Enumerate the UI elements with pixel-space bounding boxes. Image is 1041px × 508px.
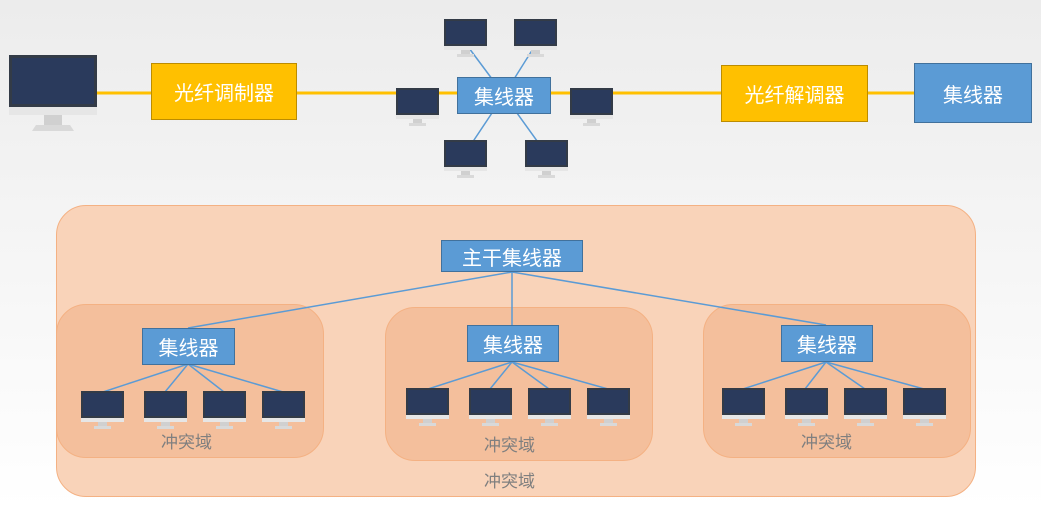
optical-demodulator: 光纤解调器	[721, 65, 868, 122]
computer-icon	[528, 388, 571, 430]
group2-hub: 集线器	[467, 325, 559, 362]
computer-icon	[444, 140, 487, 182]
computer-icon	[785, 388, 828, 430]
right-hub: 集线器	[914, 63, 1032, 123]
group3-hub: 集线器	[781, 325, 873, 362]
group3-domain-label: 冲突域	[801, 433, 852, 453]
center-hub: 集线器	[457, 77, 551, 114]
computer-icon	[406, 388, 449, 430]
main-hub: 主干集线器	[441, 240, 583, 272]
large-monitor-icon	[8, 55, 98, 132]
computer-icon	[144, 391, 187, 433]
optical-modulator: 光纤调制器	[151, 63, 297, 120]
group1-hub: 集线器	[142, 328, 235, 365]
group2-domain-label: 冲突域	[484, 436, 535, 456]
computer-icon	[570, 88, 613, 130]
computer-icon	[444, 19, 487, 61]
computer-icon	[514, 19, 557, 61]
computer-icon	[587, 388, 630, 430]
computer-icon	[203, 391, 246, 433]
group1-domain-label: 冲突域	[161, 433, 212, 453]
computer-icon	[262, 391, 305, 433]
outer-domain-label: 冲突域	[484, 472, 535, 492]
computer-icon	[469, 388, 512, 430]
computer-icon	[722, 388, 765, 430]
computer-icon	[903, 388, 946, 430]
computer-icon	[81, 391, 124, 433]
computer-icon	[396, 88, 439, 130]
computer-icon	[844, 388, 887, 430]
computer-icon	[525, 140, 568, 182]
